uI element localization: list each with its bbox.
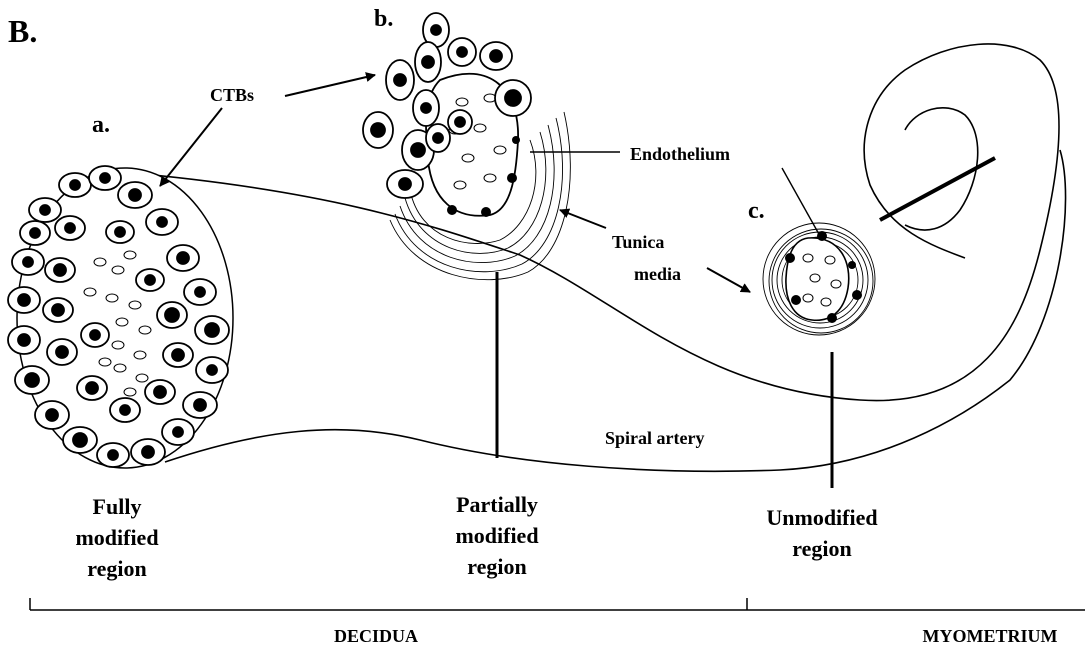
svg-text:region: region <box>87 556 146 581</box>
svg-text:region: region <box>792 536 851 561</box>
zone-label-decidua: DECIDUA <box>334 626 418 646</box>
label-a: a. <box>92 112 110 138</box>
leader-lines <box>530 152 820 236</box>
label-c: c. <box>748 198 765 224</box>
cross-section-c-unmodified <box>763 223 875 335</box>
endothelium-label: Endothelium <box>630 144 730 164</box>
zone-label-myometrium: MYOMETRIUM <box>923 626 1058 646</box>
lumen-c <box>786 238 849 320</box>
ctbs-arrow-b <box>285 75 375 96</box>
vessel-cross-section-mark <box>880 158 995 220</box>
svg-text:region: region <box>467 554 526 579</box>
label-b: b. <box>374 6 393 32</box>
zone-bracket <box>30 598 1085 610</box>
svg-text:Partially: Partially <box>456 492 538 517</box>
ctbs-label: CTBs <box>210 85 254 105</box>
tunica-arrow-c <box>707 268 750 292</box>
ctbs-arrow-a <box>160 108 222 186</box>
spiral-artery-label: Spiral artery <box>605 428 704 448</box>
svg-text:Fully: Fully <box>93 494 142 519</box>
tunica-arrow-b <box>560 210 606 228</box>
panel-label: B. <box>8 13 37 49</box>
region-label-unmodified: Unmodified region <box>766 505 877 561</box>
vessel-lower-wall <box>165 150 1066 471</box>
svg-text:modified: modified <box>75 525 158 550</box>
vessel-inner-coil <box>905 108 978 230</box>
cross-section-a-fully-modified <box>8 166 233 468</box>
region-label-partially: Partially modified region <box>455 492 538 579</box>
tunica-label-line2: media <box>634 264 681 284</box>
tunica-label-line1: Tunica <box>612 232 664 252</box>
svg-text:modified: modified <box>455 523 538 548</box>
region-label-fully: Fully modified region <box>75 494 158 581</box>
svg-text:Unmodified: Unmodified <box>766 505 877 530</box>
spiral-artery-vessel <box>120 44 1066 471</box>
cross-section-b-partially-modified <box>363 13 570 280</box>
